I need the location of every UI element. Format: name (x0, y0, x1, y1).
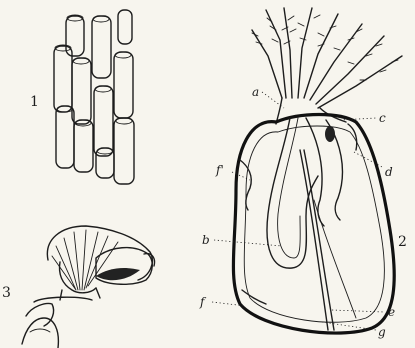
tentacle-crown (252, 8, 402, 108)
label-e: e (388, 305, 395, 319)
ganglion (325, 126, 335, 142)
label-d: d (385, 165, 393, 179)
colony-tube (94, 86, 113, 156)
inner-membrane (244, 126, 384, 322)
figure-3-avicularium (22, 226, 155, 348)
colony-tube (72, 58, 91, 124)
label-b: b (202, 233, 210, 247)
figure-3-number: 3 (2, 285, 11, 301)
colony-tube (114, 52, 133, 118)
figure-1-number: 1 (30, 94, 39, 110)
label-f-prime: f' (215, 163, 224, 177)
label-g: g (378, 325, 386, 339)
colony-tube (114, 118, 134, 184)
label-a: a (252, 85, 259, 99)
colony-tube (96, 148, 114, 178)
label-f: f (199, 295, 207, 309)
colony-tube (118, 10, 132, 44)
colony-tube (92, 16, 111, 78)
beak-muscle (96, 268, 140, 280)
figure-1-colony (54, 10, 134, 184)
label-c: c (379, 111, 386, 125)
figure-2-zooid (233, 8, 402, 333)
figure-2-number: 2 (398, 234, 407, 250)
colony-tube (74, 120, 93, 172)
